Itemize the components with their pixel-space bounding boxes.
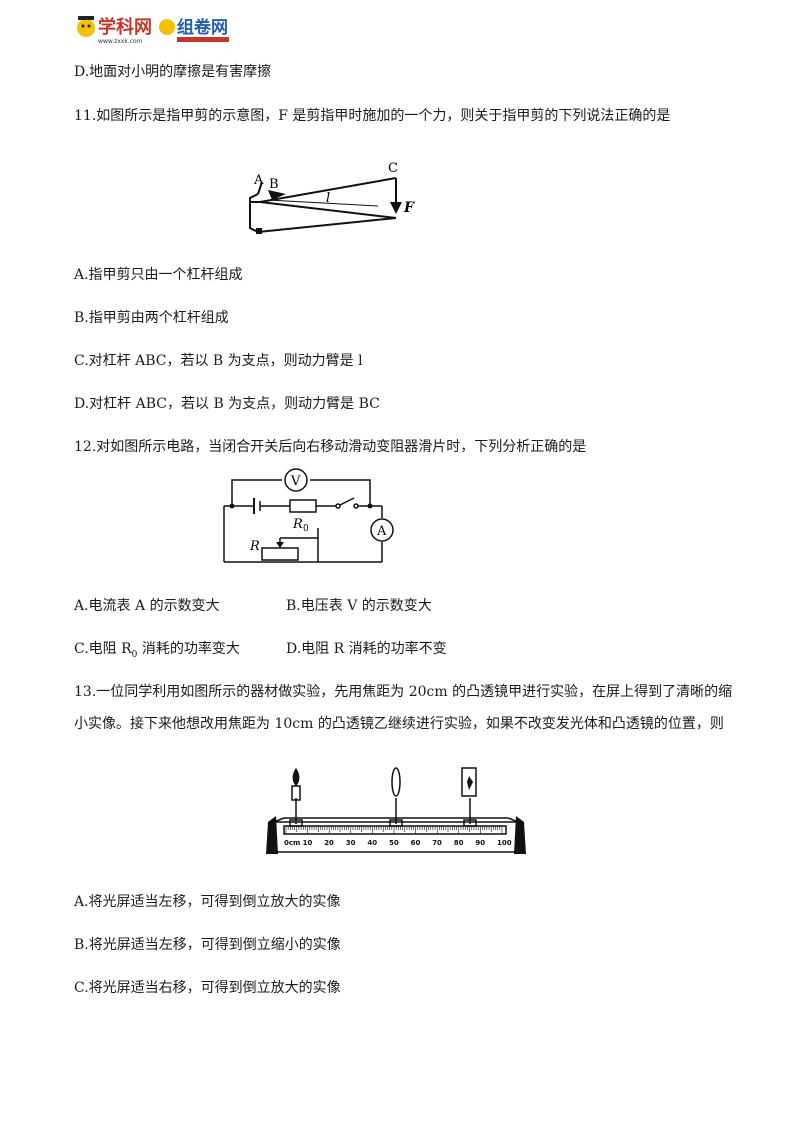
rheostat-label: R bbox=[249, 539, 260, 554]
q12-stem: 12.对如图所示电路，当闭合开关后向右移动滑动变阻器滑片时，下列分析正确的是 bbox=[74, 439, 587, 455]
nail-clipper-figure: A B C l F bbox=[238, 154, 428, 244]
image-on-screen-icon bbox=[467, 776, 473, 790]
r0-subscript: 0 bbox=[303, 524, 309, 534]
voltmeter-label: V bbox=[290, 474, 301, 489]
q12-option-c-sub: 0 bbox=[131, 649, 138, 660]
q10-option-d: D.地面对小明的摩擦是有害摩擦 bbox=[74, 64, 272, 80]
q13-stem-line2: 小实像。接下来他想改用焦距为 10cm 的凸透镜乙继续进行实验，如果不改变发光体… bbox=[74, 716, 724, 732]
logo-url-text: www.zxxk.com bbox=[98, 38, 143, 45]
ruler-label: 40 bbox=[367, 839, 377, 847]
r0-label: R bbox=[292, 517, 303, 532]
mascot-icon bbox=[77, 19, 95, 37]
q12-option-b: B.电压表 V 的示数变大 bbox=[286, 598, 432, 614]
ruler-label: 100 bbox=[497, 839, 512, 847]
logo-main-text: 学科网 bbox=[98, 16, 152, 38]
q11-option-b: B.指甲剪由两个杠杆组成 bbox=[74, 310, 229, 326]
ruler-label: 30 bbox=[346, 839, 356, 847]
ruler-label: 80 bbox=[454, 839, 464, 847]
ammeter-label: A bbox=[376, 524, 387, 539]
q13-stem-line1: 13.一位同学利用如图所示的器材做实验，先用焦距为 20cm 的凸透镜甲进行实验… bbox=[74, 684, 733, 700]
ruler-label: 90 bbox=[475, 839, 485, 847]
q12-option-c-text-2: 消耗的功率变大 bbox=[137, 641, 240, 657]
q13-option-a: A.将光屏适当左移，可得到倒立放大的实像 bbox=[74, 894, 341, 910]
q12-option-c-text: C.电阻 R bbox=[74, 641, 132, 657]
ruler-label: 70 bbox=[432, 839, 442, 847]
ruler-label: 50 bbox=[389, 839, 399, 847]
mascot-icon-2 bbox=[159, 19, 175, 35]
label-c: C bbox=[388, 161, 398, 176]
q12-option-d: D.电阻 R 消耗的功率不变 bbox=[286, 641, 447, 657]
ruler-label: 60 bbox=[411, 839, 421, 847]
q13-option-c: C.将光屏适当右移，可得到倒立放大的实像 bbox=[74, 980, 341, 996]
q12-option-c: C.电阻 R0 消耗的功率变大 bbox=[74, 639, 240, 665]
q11-option-c: C.对杠杆 ABC，若以 B 为支点，则动力臂是 l bbox=[74, 353, 363, 369]
label-l: l bbox=[326, 191, 330, 206]
label-a: A bbox=[253, 173, 264, 188]
ruler-label: 10 bbox=[303, 839, 313, 847]
q11-option-a: A.指甲剪只由一个杠杆组成 bbox=[74, 267, 243, 283]
ruler-label: 20 bbox=[324, 839, 334, 847]
flame-icon bbox=[292, 768, 300, 786]
ruler-label: 0cm bbox=[284, 839, 300, 847]
q12-option-a: A.电流表 A 的示数变大 bbox=[74, 598, 220, 614]
logo-sub-text: 组卷网 bbox=[177, 17, 228, 38]
label-f: F bbox=[403, 200, 415, 216]
circuit-figure: V A R 0 R bbox=[214, 466, 410, 572]
q13-option-b: B.将光屏适当左移，可得到倒立缩小的实像 bbox=[74, 937, 341, 953]
site-logo: 学科网 www.zxxk.com 组卷网 bbox=[74, 10, 244, 46]
label-b: B bbox=[269, 177, 279, 192]
q11-option-d: D.对杠杆 ABC，若以 B 为支点，则动力臂是 BC bbox=[74, 396, 380, 412]
q11-stem: 11.如图所示是指甲剪的示意图，F 是剪指甲时施加的一个力，则关于指甲剪的下列说… bbox=[74, 108, 671, 124]
